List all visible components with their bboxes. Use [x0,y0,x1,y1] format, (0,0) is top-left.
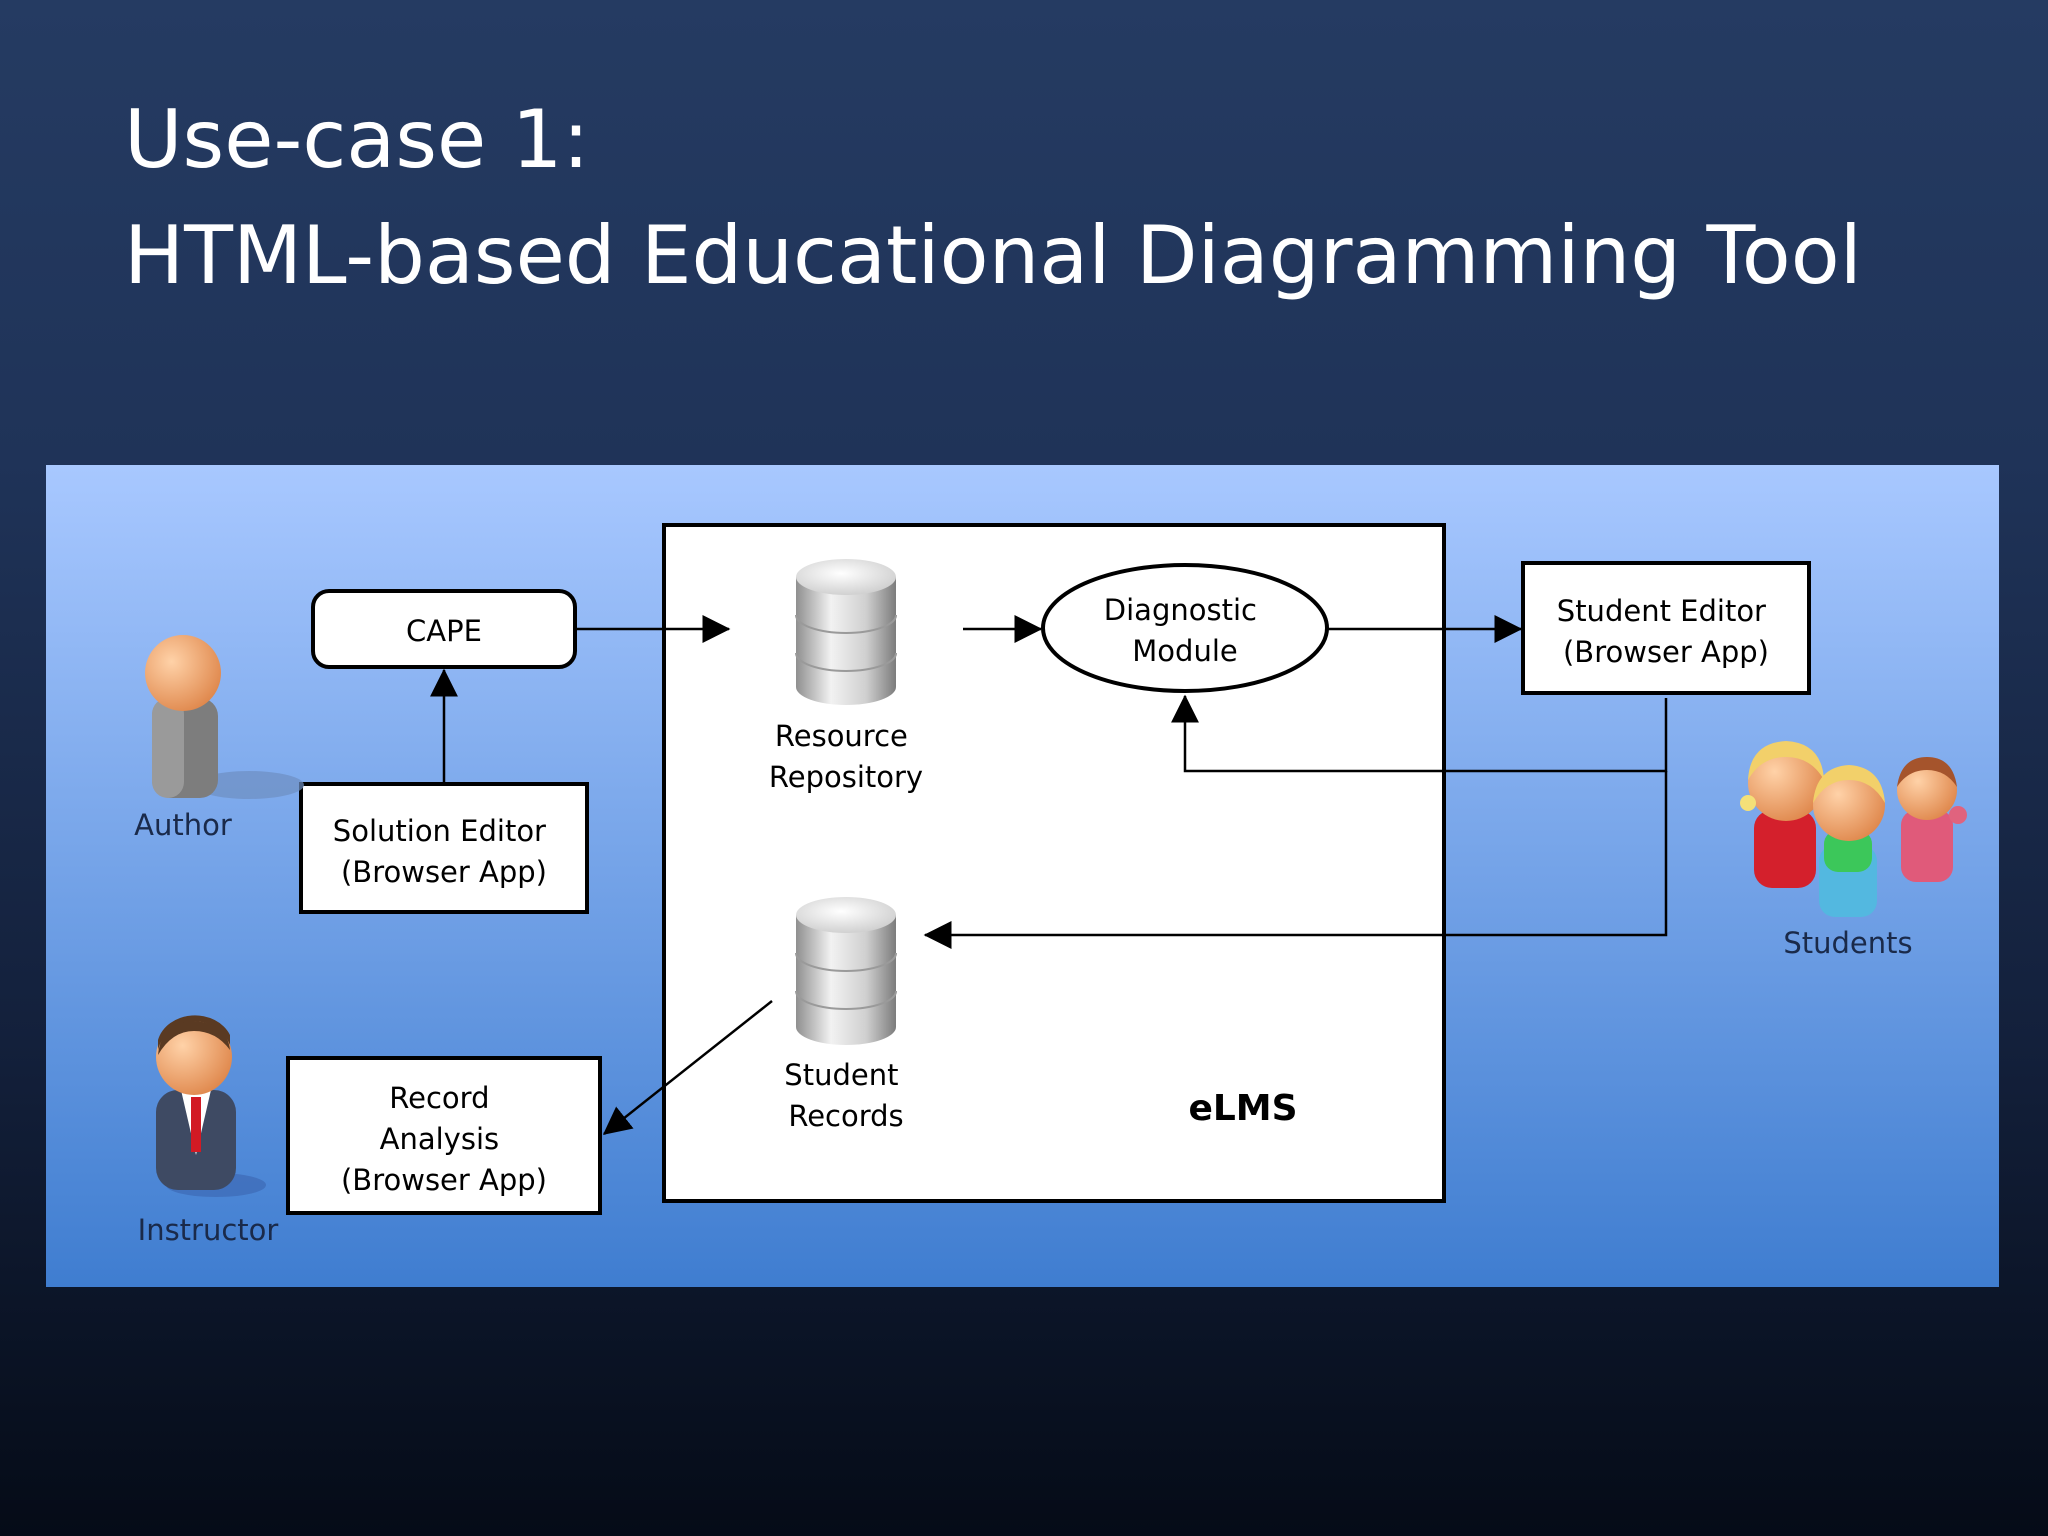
elms-label: eLMS [1188,1088,1297,1129]
student-editor-box [1521,561,1811,695]
arrow-student-editor-to-diagnostic [1171,694,1668,773]
student-records-line-1: Student [784,1058,898,1092]
record-analysis-line-1: Record [389,1081,489,1115]
cape-box [311,589,577,669]
students-label: Students [1783,926,1912,960]
diagnostic-module-node [1041,563,1329,693]
student-editor-line-1: Student Editor [1557,594,1766,628]
resource-repository-line-1: Resource [775,719,908,753]
student-editor-label: Student Editor (Browser App) [1557,594,1775,669]
slide-title: Use-case 1: HTML-based Educational Diagr… [124,82,1862,314]
author-icon [145,635,304,799]
architecture-diagram: eLMS CAPE Solution Editor (Browser App) … [46,465,1999,1287]
arrow-records-to-analysis [602,1000,773,1135]
instructor-icon [156,1015,266,1197]
students-icon [1740,741,1967,917]
solution-editor-box [299,782,589,914]
solution-editor-line-1: Solution Editor [333,814,546,848]
record-analysis-line-3: (Browser App) [341,1163,547,1197]
solution-editor-line-2: (Browser App) [341,855,547,889]
resource-repository-label: Resource Repository [769,719,923,794]
diagnostic-module-line-2: Module [1132,634,1237,668]
student-records-label: Student Records [784,1058,907,1133]
title-line-1: Use-case 1: [124,93,590,186]
title-line-2: HTML-based Educational Diagramming Tool [124,209,1862,302]
solution-editor-label: Solution Editor (Browser App) [333,814,555,889]
student-records-icon [795,897,897,1045]
author-label: Author [134,808,232,842]
record-analysis-box [286,1056,602,1215]
cape-label: CAPE [406,614,482,648]
connections [430,615,1668,1135]
record-analysis-line-2: Analysis [380,1122,499,1156]
student-editor-line-2: (Browser App) [1563,635,1769,669]
record-analysis-label: Record Analysis (Browser App) [341,1081,547,1197]
diagnostic-module-label: Diagnostic Module [1104,593,1266,668]
arrow-student-editor-to-records [923,771,1668,949]
resource-repository-icon [795,559,897,705]
diagnostic-module-line-1: Diagnostic [1104,593,1257,627]
student-records-line-2: Records [788,1099,903,1133]
resource-repository-line-2: Repository [769,760,923,794]
instructor-label: Instructor [138,1213,279,1247]
